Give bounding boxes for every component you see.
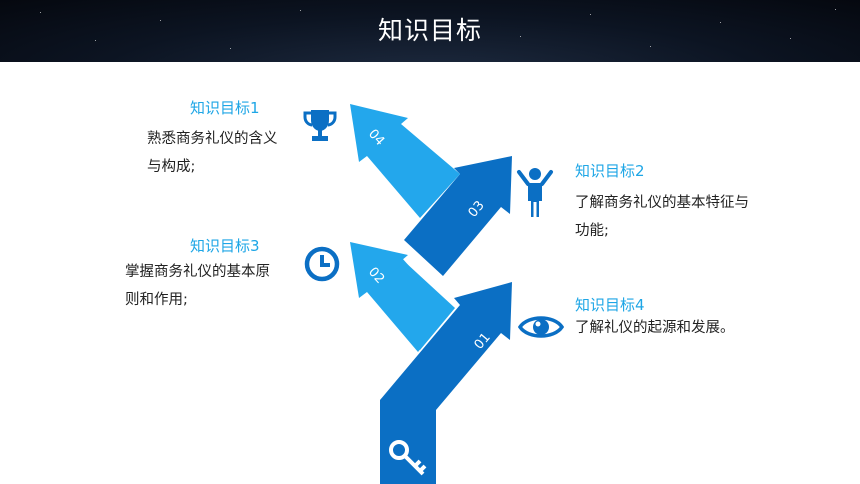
step-01-arrow [380,282,512,484]
header-banner: 知识目标 [0,0,860,62]
goal-4-title: 知识目标4 [575,296,645,314]
key-icon [389,440,427,476]
goal-4-text: 了解礼仪的起源和发展。 [575,314,735,342]
goal-2-line-1: 了解商务礼仪的基本特征与 [575,195,749,211]
goal-3-text: 掌握商务礼仪的基本原 则和作用; [125,258,270,314]
goal-2-line-2: 功能; [575,223,609,239]
clock-icon [304,246,340,282]
goal-2-title: 知识目标2 [575,162,645,180]
step-03-arrow [404,156,512,276]
goal-3-line-2: 则和作用; [125,292,188,308]
person-icon [517,168,553,217]
goal-3-title: 知识目标3 [190,237,260,255]
goal-3-line-1: 掌握商务礼仪的基本原 [125,264,270,280]
eye-icon [518,316,564,338]
goal-1-line-2: 与构成; [147,159,196,175]
goal-1-line-1: 熟悉商务礼仪的含义 [147,131,278,147]
page-title: 知识目标 [377,16,482,45]
goal-1-text: 熟悉商务礼仪的含义 与构成; [147,125,278,181]
goal-1-title: 知识目标1 [190,99,260,117]
trophy-icon [303,110,337,141]
goal-4-line-1: 了解礼仪的起源和发展。 [575,320,735,336]
goal-2-text: 了解商务礼仪的基本特征与 功能; [575,189,749,245]
step-04-arrow [350,104,460,218]
